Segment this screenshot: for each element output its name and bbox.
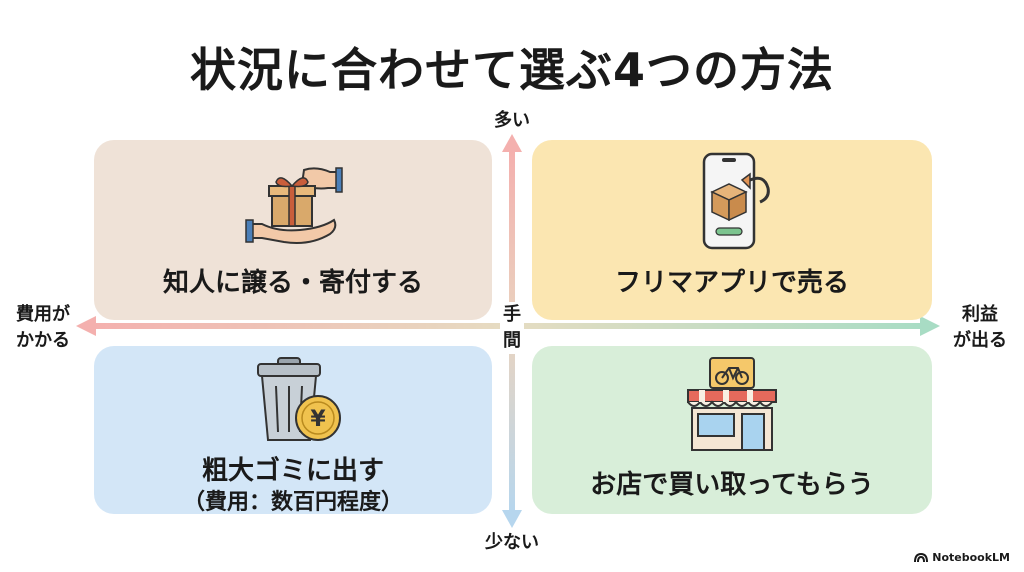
quadrant-label: フリマアプリで売る: [614, 268, 849, 298]
quadrant-label: 粗大ゴミに出す: [201, 456, 384, 486]
arrow-down: [502, 510, 522, 528]
bike-shop-icon: [687, 357, 777, 451]
phone-package-icon: [702, 152, 770, 250]
arrow-up: [502, 134, 522, 152]
quadrant-bulky-trash: ¥ 粗大ゴミに出す （費用：数百円程度）: [94, 346, 492, 515]
quadrant-store-buyback: お店で買い取ってもらう: [532, 346, 932, 514]
axis-right-line1: 利益: [962, 304, 998, 325]
quadrant-label: お店で買い取ってもらう: [590, 470, 874, 500]
axis-left-line1: 費用が: [16, 304, 70, 325]
gift-hands-icon: [245, 167, 343, 244]
axis-center-label: 手 間: [500, 302, 524, 354]
trash-yen-icon: ¥: [257, 357, 341, 441]
quadrant-sublabel: （費用：数百円程度）: [182, 490, 403, 515]
axis-left-line2: かかる: [16, 330, 70, 351]
svg-text:¥: ¥: [310, 407, 326, 432]
brand-name: NotebookLM: [932, 551, 1010, 564]
page-title: 状況に合わせて選ぶ4つの方法: [189, 43, 834, 97]
notebooklm-logo-icon: [914, 552, 929, 562]
quadrant-label: 知人に譲る・寄付する: [162, 268, 423, 298]
axis-center-line2: 間: [503, 330, 521, 351]
axis-right-label: 利益 が出る: [940, 302, 1020, 354]
quadrant-give-donate: 知人に譲る・寄付する: [94, 140, 492, 320]
axis-center-line1: 手: [503, 304, 521, 325]
axis-bottom-label: 少ない: [485, 532, 539, 553]
quadrant-flea-market-app: フリマアプリで売る: [532, 140, 932, 320]
axis-left-label: 費用が かかる: [8, 302, 78, 354]
brand-watermark: NotebookLM: [914, 551, 1010, 564]
axis-top-label: 多い: [494, 110, 530, 131]
arrow-left: [76, 316, 96, 336]
axis-right-line2: が出る: [953, 330, 1007, 351]
arrow-right: [920, 316, 940, 336]
